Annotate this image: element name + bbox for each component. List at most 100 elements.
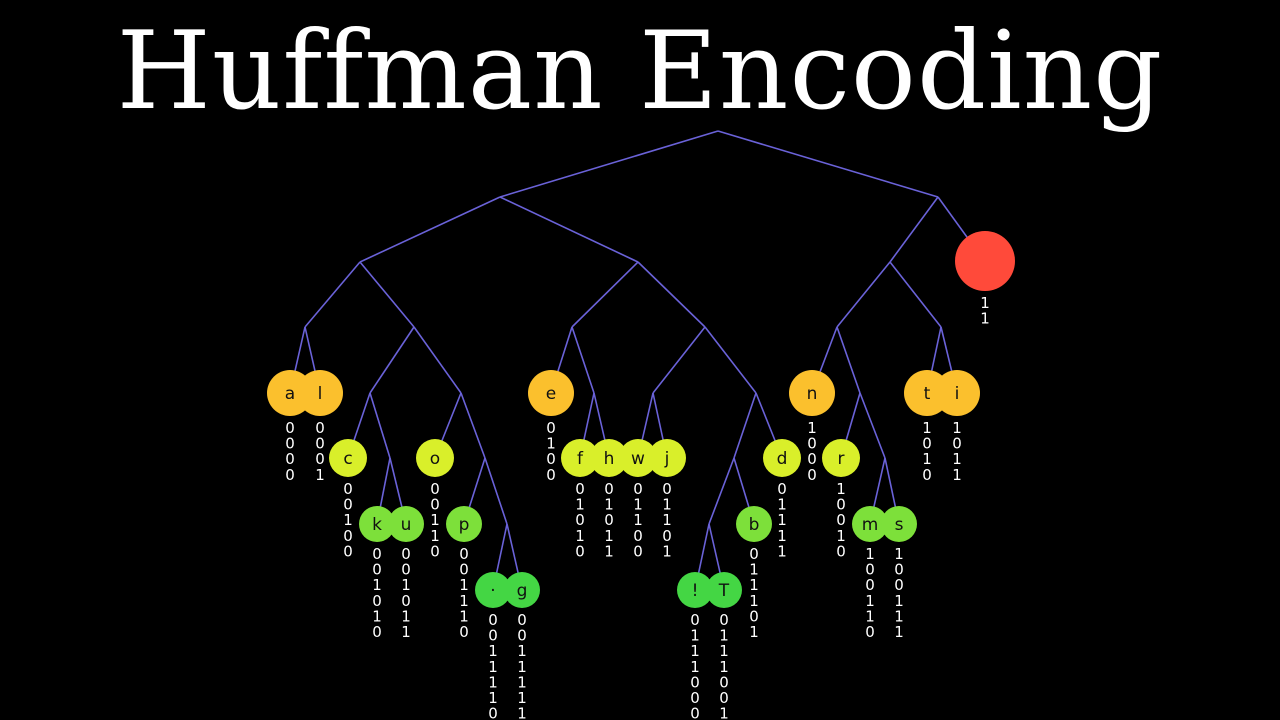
leaf-node-unlabeled [955, 231, 1015, 291]
tree-edge-00111-1 [484, 457, 508, 525]
code-digit-r-0: 1 [836, 480, 846, 498]
code-digit-exclaim-3: 1 [690, 658, 700, 676]
leaf-node-m: m [852, 506, 888, 542]
code-digit-j-1: 1 [662, 496, 672, 514]
code-digit-o-4: 0 [430, 542, 440, 560]
leaf-symbol-dot: · [490, 581, 495, 601]
code-digit-unlabeled-1: 1 [980, 310, 990, 328]
code-digit-b-3: 1 [749, 592, 759, 610]
code-digit-k-3: 0 [372, 592, 382, 610]
leaf-circle-u [388, 506, 424, 542]
leaf-symbol-a: a [285, 384, 295, 404]
code-digit-j-3: 0 [662, 527, 672, 545]
leaf-node-i: i [934, 370, 980, 416]
tree-edge-1001-1 [859, 392, 886, 459]
code-digit-s-1: 0 [894, 561, 904, 579]
code-digit-dot-6: 0 [488, 705, 498, 720]
tree-edge-root-1 [717, 130, 939, 198]
tree-edge-011-1 [704, 326, 757, 394]
leaf-circle-f [561, 439, 599, 477]
code-digit-exclaim-2: 1 [690, 642, 700, 660]
tree-edge-01-1 [637, 261, 706, 328]
leaf-node-g: g [504, 572, 540, 608]
code-digit-exclaim-1: 1 [690, 627, 700, 645]
leaf-symbol-u: u [401, 515, 412, 535]
code-digit-c-2: 1 [343, 511, 353, 529]
code-digit-h-4: 1 [604, 542, 614, 560]
code-digit-d-4: 1 [777, 542, 787, 560]
code-digit-n-3: 0 [807, 466, 817, 484]
code-digit-T-2: 1 [719, 642, 729, 660]
code-digit-m-0: 1 [865, 545, 875, 563]
code-digit-g-6: 1 [517, 705, 527, 720]
code-digit-j-2: 1 [662, 511, 672, 529]
code-digit-a-2: 0 [285, 450, 295, 468]
leaf-symbol-p: p [459, 515, 470, 535]
code-digit-n-0: 1 [807, 419, 817, 437]
leaf-node-f: f [561, 439, 599, 477]
code-digit-m-3: 1 [865, 592, 875, 610]
code-digit-a-0: 0 [285, 419, 295, 437]
code-digit-o-3: 1 [430, 527, 440, 545]
code-digit-m-5: 0 [865, 623, 875, 641]
leaf-circle-T [706, 572, 742, 608]
code-digit-h-3: 1 [604, 527, 614, 545]
code-digit-a-3: 0 [285, 466, 295, 484]
tree-edge-100-1 [836, 326, 861, 394]
code-digit-n-2: 0 [807, 450, 817, 468]
code-digit-dot-5: 1 [488, 689, 498, 707]
code-digit-b-1: 1 [749, 561, 759, 579]
code-digit-s-4: 1 [894, 607, 904, 625]
code-digit-i-0: 1 [952, 419, 962, 437]
leaf-circle-o [416, 439, 454, 477]
tree-edge-01110-0 [708, 457, 735, 525]
leaf-symbol-exclaim: ! [692, 581, 699, 601]
leaf-symbol-f: f [577, 449, 584, 469]
code-digit-b-5: 1 [749, 623, 759, 641]
code-digit-u-3: 0 [401, 592, 411, 610]
code-digit-r-2: 0 [836, 511, 846, 529]
code-digit-p-0: 0 [459, 545, 469, 563]
page-title: Huffman Encoding [116, 9, 1164, 134]
code-digit-g-5: 1 [517, 689, 527, 707]
code-digit-b-2: 1 [749, 576, 759, 594]
code-digit-u-2: 1 [401, 576, 411, 594]
code-digit-i-3: 1 [952, 466, 962, 484]
code-digit-f-4: 0 [575, 542, 585, 560]
code-digit-h-1: 1 [604, 496, 614, 514]
tree-edge-00-1 [359, 261, 415, 328]
code-digit-T-4: 0 [719, 673, 729, 691]
code-digit-e-2: 0 [546, 450, 556, 468]
code-digit-T-5: 0 [719, 689, 729, 707]
leaf-symbol-o: o [430, 449, 440, 469]
code-digit-T-6: 1 [719, 705, 729, 720]
code-digit-o-1: 0 [430, 496, 440, 514]
leaf-circle-l [297, 370, 343, 416]
code-digit-d-2: 1 [777, 511, 787, 529]
code-digit-o-0: 0 [430, 480, 440, 498]
code-digit-g-0: 0 [517, 611, 527, 629]
tree-edge-10-0 [836, 261, 891, 328]
code-digit-p-2: 1 [459, 576, 469, 594]
code-digit-r-1: 0 [836, 496, 846, 514]
code-digit-d-0: 0 [777, 480, 787, 498]
code-digit-o-2: 1 [430, 511, 440, 529]
code-digit-i-1: 0 [952, 435, 962, 453]
tree-edge-root-0 [499, 130, 719, 198]
leaf-circle-e [528, 370, 574, 416]
leaf-symbol-g: g [517, 581, 528, 601]
leaf-node-c: c [329, 439, 367, 477]
